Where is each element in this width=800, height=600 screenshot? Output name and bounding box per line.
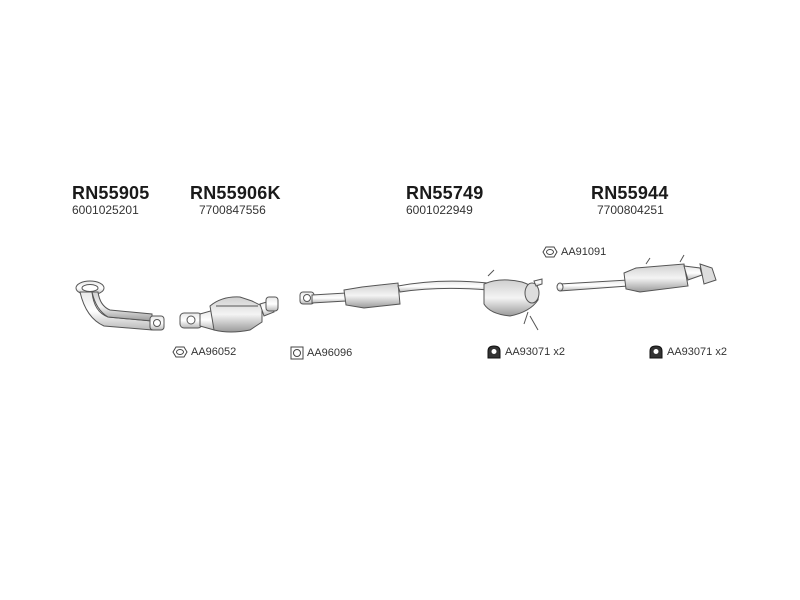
accessory-item: AA96052 bbox=[172, 346, 236, 358]
rear-silencer-drawing bbox=[556, 254, 717, 293]
accessory-code: AA91091 bbox=[561, 246, 607, 258]
oem-number-rear-silencer: 7700804251 bbox=[597, 203, 664, 217]
accessory-item: AA93071 x2 bbox=[648, 345, 727, 359]
part-code-catalytic-converter: RN55906K bbox=[190, 183, 281, 203]
part-code-front-pipe: RN55905 bbox=[72, 183, 150, 203]
part-code-middle-silencer: RN55749 bbox=[406, 183, 484, 203]
accessory-item: AA96096 bbox=[290, 346, 352, 360]
accessory-code: AA96052 bbox=[191, 346, 237, 358]
oem-number-catalytic-converter: 7700847556 bbox=[199, 203, 266, 217]
oem-number-front-pipe: 6001025201 bbox=[72, 203, 139, 217]
part-code-rear-silencer: RN55944 bbox=[591, 183, 669, 203]
accessory-item: AA91091 bbox=[542, 246, 606, 258]
middle-silencer-drawing bbox=[299, 269, 543, 331]
front-pipe-drawing bbox=[75, 280, 165, 331]
gasket-ring-icon bbox=[542, 246, 558, 258]
accessory-code: AA93071 x2 bbox=[505, 346, 565, 358]
accessory-code: AA96096 bbox=[307, 347, 353, 359]
accessory-code: AA93071 x2 bbox=[667, 346, 727, 358]
rubber-hanger-icon bbox=[487, 345, 501, 359]
catalytic-converter-drawing bbox=[179, 296, 279, 333]
rubber-hanger-icon bbox=[649, 345, 663, 359]
oem-number-middle-silencer: 6001022949 bbox=[406, 203, 473, 217]
gasket-ring-icon bbox=[172, 346, 188, 358]
gasket-square-icon bbox=[290, 346, 304, 360]
accessory-item: AA93071 x2 bbox=[486, 345, 565, 359]
